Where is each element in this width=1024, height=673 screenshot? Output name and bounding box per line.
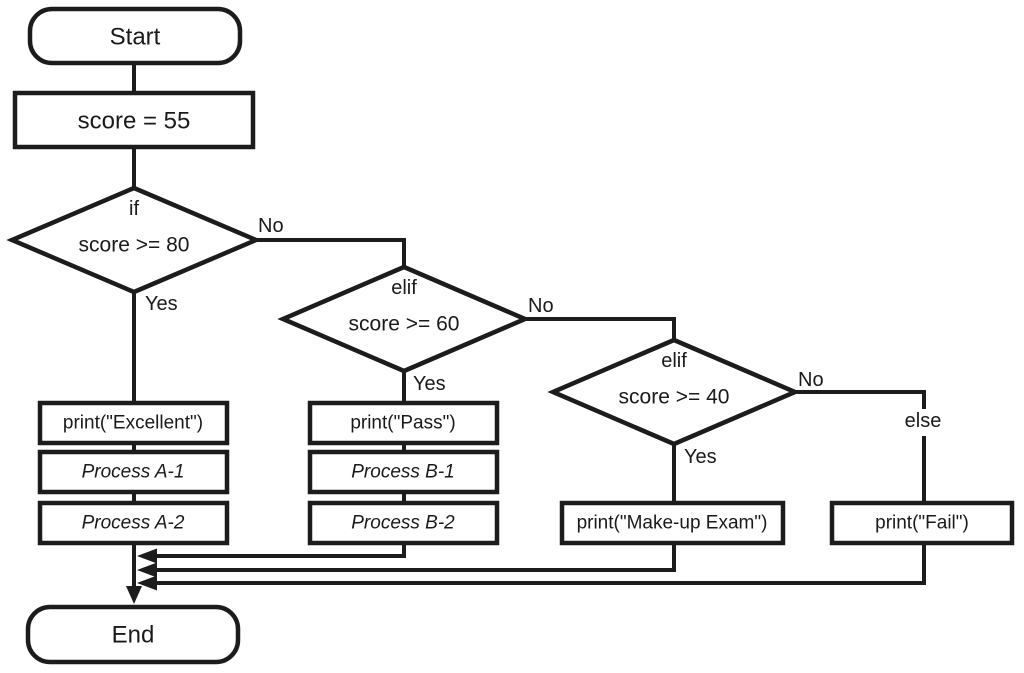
print-fail-node bbox=[829, 500, 1015, 546]
decision2-yes-label: Yes bbox=[413, 373, 446, 395]
process-a1-label: Process A-1 bbox=[82, 462, 185, 483]
else-label: else bbox=[905, 410, 942, 432]
decision2-diamond bbox=[277, 264, 531, 374]
assignment-label: score = 55 bbox=[78, 108, 191, 135]
process-a2-label: Process A-2 bbox=[82, 513, 185, 534]
print-excellent-label: print("Excellent") bbox=[63, 413, 203, 434]
process-b1-node bbox=[307, 449, 500, 495]
decision1-diamond bbox=[6, 185, 262, 295]
decision1-keyword: if bbox=[129, 198, 139, 220]
decision3-diamond bbox=[547, 337, 801, 447]
arrowheads bbox=[126, 548, 157, 604]
process-b2-label: Process B-2 bbox=[351, 513, 455, 534]
start-label: Start bbox=[110, 24, 161, 51]
decision3-no-label: No bbox=[798, 369, 824, 391]
end-label: End bbox=[112, 622, 155, 649]
process-a2-node bbox=[37, 500, 230, 546]
start-node bbox=[27, 6, 243, 66]
print-fail-label: print("Fail") bbox=[875, 513, 969, 534]
decision3-yes-label: Yes bbox=[684, 446, 717, 468]
edge-decision3-no-upper bbox=[795, 390, 926, 409]
arrowhead-makeup-left-icon bbox=[137, 562, 157, 578]
process-a1-node bbox=[37, 449, 230, 495]
edge-labels: No Yes No Yes No Yes else bbox=[145, 215, 941, 468]
decision1-yes-label: Yes bbox=[145, 293, 178, 315]
arrowhead-end-down-icon bbox=[126, 586, 142, 604]
end-node bbox=[25, 604, 241, 665]
assignment-node bbox=[12, 90, 256, 150]
decision2-condition: score >= 60 bbox=[349, 313, 460, 336]
decision1-condition: score >= 80 bbox=[79, 234, 190, 257]
edge-b2-merge bbox=[154, 543, 406, 558]
decision3-keyword: elif bbox=[661, 350, 687, 372]
print-pass-node bbox=[307, 400, 500, 446]
edge-decision1-no bbox=[256, 238, 406, 267]
process-b1-label: Process B-1 bbox=[351, 462, 454, 483]
nodes: Start score = 55 if score >= 80 elif sco… bbox=[6, 6, 1015, 665]
decision1-no-label: No bbox=[258, 215, 284, 237]
edge-makeup-merge bbox=[154, 543, 676, 572]
arrowhead-b2-left-icon bbox=[137, 548, 157, 564]
decision2-no-label: No bbox=[528, 295, 554, 317]
process-b2-node bbox=[307, 500, 500, 546]
print-makeup-label: print("Make-up Exam") bbox=[577, 513, 768, 534]
edge-fail-merge bbox=[154, 543, 926, 585]
arrowhead-fail-left-icon bbox=[137, 575, 157, 591]
edge-decision2-no bbox=[525, 317, 676, 340]
decision2-keyword: elif bbox=[391, 277, 417, 299]
print-makeup-node bbox=[559, 500, 786, 546]
print-pass-label: print("Pass") bbox=[350, 413, 455, 434]
print-excellent-node bbox=[37, 400, 230, 446]
decision3-condition: score >= 40 bbox=[619, 386, 730, 409]
